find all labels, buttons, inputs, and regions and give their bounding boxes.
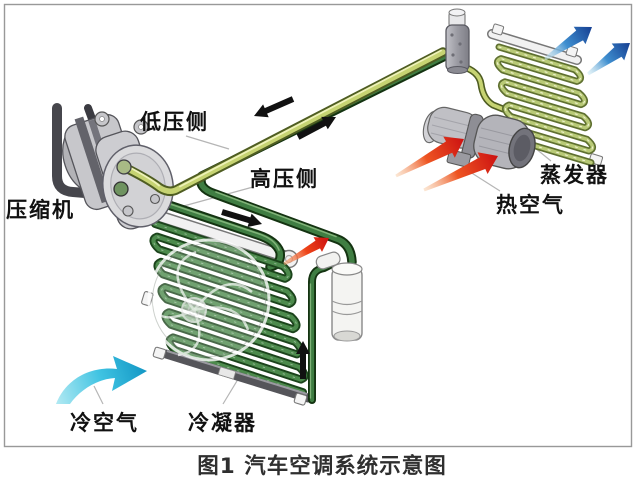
- label-compressor: 压缩机: [6, 198, 75, 222]
- evaporator-frame: [487, 23, 604, 166]
- cold-air-out-arrow: [587, 43, 630, 76]
- expansion-valve: [445, 8, 470, 74]
- condenser-hot-air-arrow: [283, 237, 329, 266]
- condenser-outlet-flow-arrow: [296, 341, 310, 379]
- label-cold-air: 冷空气: [70, 411, 139, 435]
- figure-caption: 图1 汽车空调系统示意图: [197, 453, 446, 479]
- refrigerant-flow-arrows: [221, 96, 336, 379]
- suction-flow-arrow: [254, 96, 295, 118]
- high-pressure-flow-arrow: [296, 116, 336, 140]
- cold-air-out-arrow: [544, 26, 592, 61]
- evaporator-coil: [494, 43, 596, 167]
- hot-air-arrow: [423, 152, 498, 192]
- hot-air-arrow: [395, 136, 464, 178]
- compressor-ports: [113, 159, 161, 217]
- label-hot-air: 热空气: [496, 193, 565, 217]
- air-flow-arrows: [283, 26, 630, 266]
- receiver-drier: [315, 251, 363, 342]
- condenser-inlet-flow-arrow: [221, 209, 262, 227]
- cold-air-in-arrow: [56, 356, 147, 404]
- label-condenser: 冷凝器: [188, 411, 257, 435]
- condenser-fan: [147, 238, 271, 362]
- label-low-pressure-side: 低压侧: [139, 110, 209, 134]
- label-evaporator: 蒸发器: [540, 163, 609, 187]
- label-high-pressure-side: 高压侧: [250, 167, 319, 191]
- valve-to-evaporator-pipe: [457, 62, 507, 113]
